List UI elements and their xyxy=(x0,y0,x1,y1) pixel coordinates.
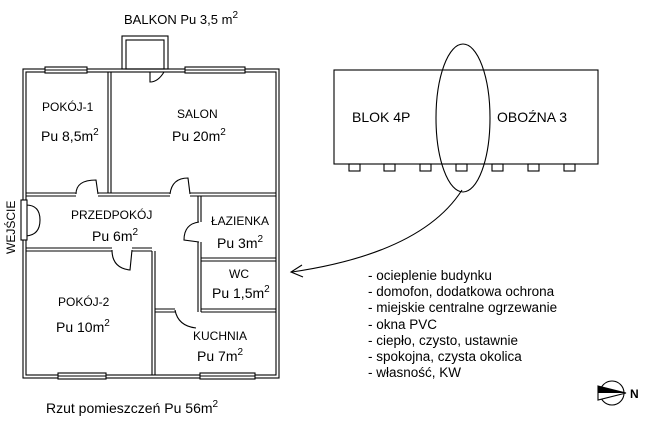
room-area-kuchnia: Pu 7m2 xyxy=(197,347,243,364)
room-name-kuchnia: KUCHNIA xyxy=(193,329,247,343)
room-area-salon: Pu 20m2 xyxy=(172,127,226,144)
entrance-label: WEJŚCIE xyxy=(3,201,18,254)
feature-item: - ciepło, czysto, ustawnie xyxy=(368,332,519,348)
feature-item: - spokojna, czysta okolica xyxy=(368,349,522,365)
windows xyxy=(20,66,256,380)
room-name-pokoj2: POKÓJ-2 xyxy=(58,294,110,309)
balcony-label: BALKON Pu 3,5 m2 xyxy=(124,10,238,27)
feature-list: - ocieplenie budynku - domofon, dodatkow… xyxy=(368,268,557,381)
door-swings xyxy=(25,71,200,329)
feature-item: - domofon, dodatkowa ochrona xyxy=(368,284,555,300)
building-stubs xyxy=(348,163,576,172)
room-area-pokoj2: Pu 10m2 xyxy=(56,318,110,335)
room-area-wc: Pu 1,5m2 xyxy=(212,284,270,301)
pointer-arrow-head xyxy=(289,264,304,278)
room-name-wc: WC xyxy=(229,267,249,281)
balcony-outline xyxy=(121,35,169,70)
plan-caption: Rzut pomieszczeń Pu 56m2 xyxy=(46,399,219,416)
room-name-przedpokoj: PRZEDPOKÓJ xyxy=(71,207,152,222)
compass-north-label: N xyxy=(630,387,639,401)
highlight-ellipse xyxy=(435,43,491,193)
feature-item: - okna PVC xyxy=(368,316,438,332)
room-area-przedpokoj: Pu 6m2 xyxy=(92,227,138,244)
feature-item: - ocieplenie budynku xyxy=(368,268,492,283)
room-area-lazienka: Pu 3m2 xyxy=(217,234,263,251)
building-label-right: OBOŹNA 3 xyxy=(497,109,567,125)
room-area-pokoj1: Pu 8,5m2 xyxy=(41,127,99,144)
feature-item: - własność, KW xyxy=(368,365,462,381)
room-name-pokoj1: POKÓJ-1 xyxy=(42,99,94,114)
feature-item: - miejskie centralne ogrzewanie xyxy=(368,300,558,316)
building-block xyxy=(289,43,599,278)
interior-walls xyxy=(26,72,276,375)
compass-icon xyxy=(597,380,627,406)
pointer-arrow-line xyxy=(291,189,463,273)
room-name-lazienka: ŁAZIENKA xyxy=(211,214,269,228)
balcony-inner xyxy=(125,39,165,70)
building-label-left: BLOK 4P xyxy=(352,109,410,125)
room-name-salon: SALON xyxy=(177,107,218,121)
